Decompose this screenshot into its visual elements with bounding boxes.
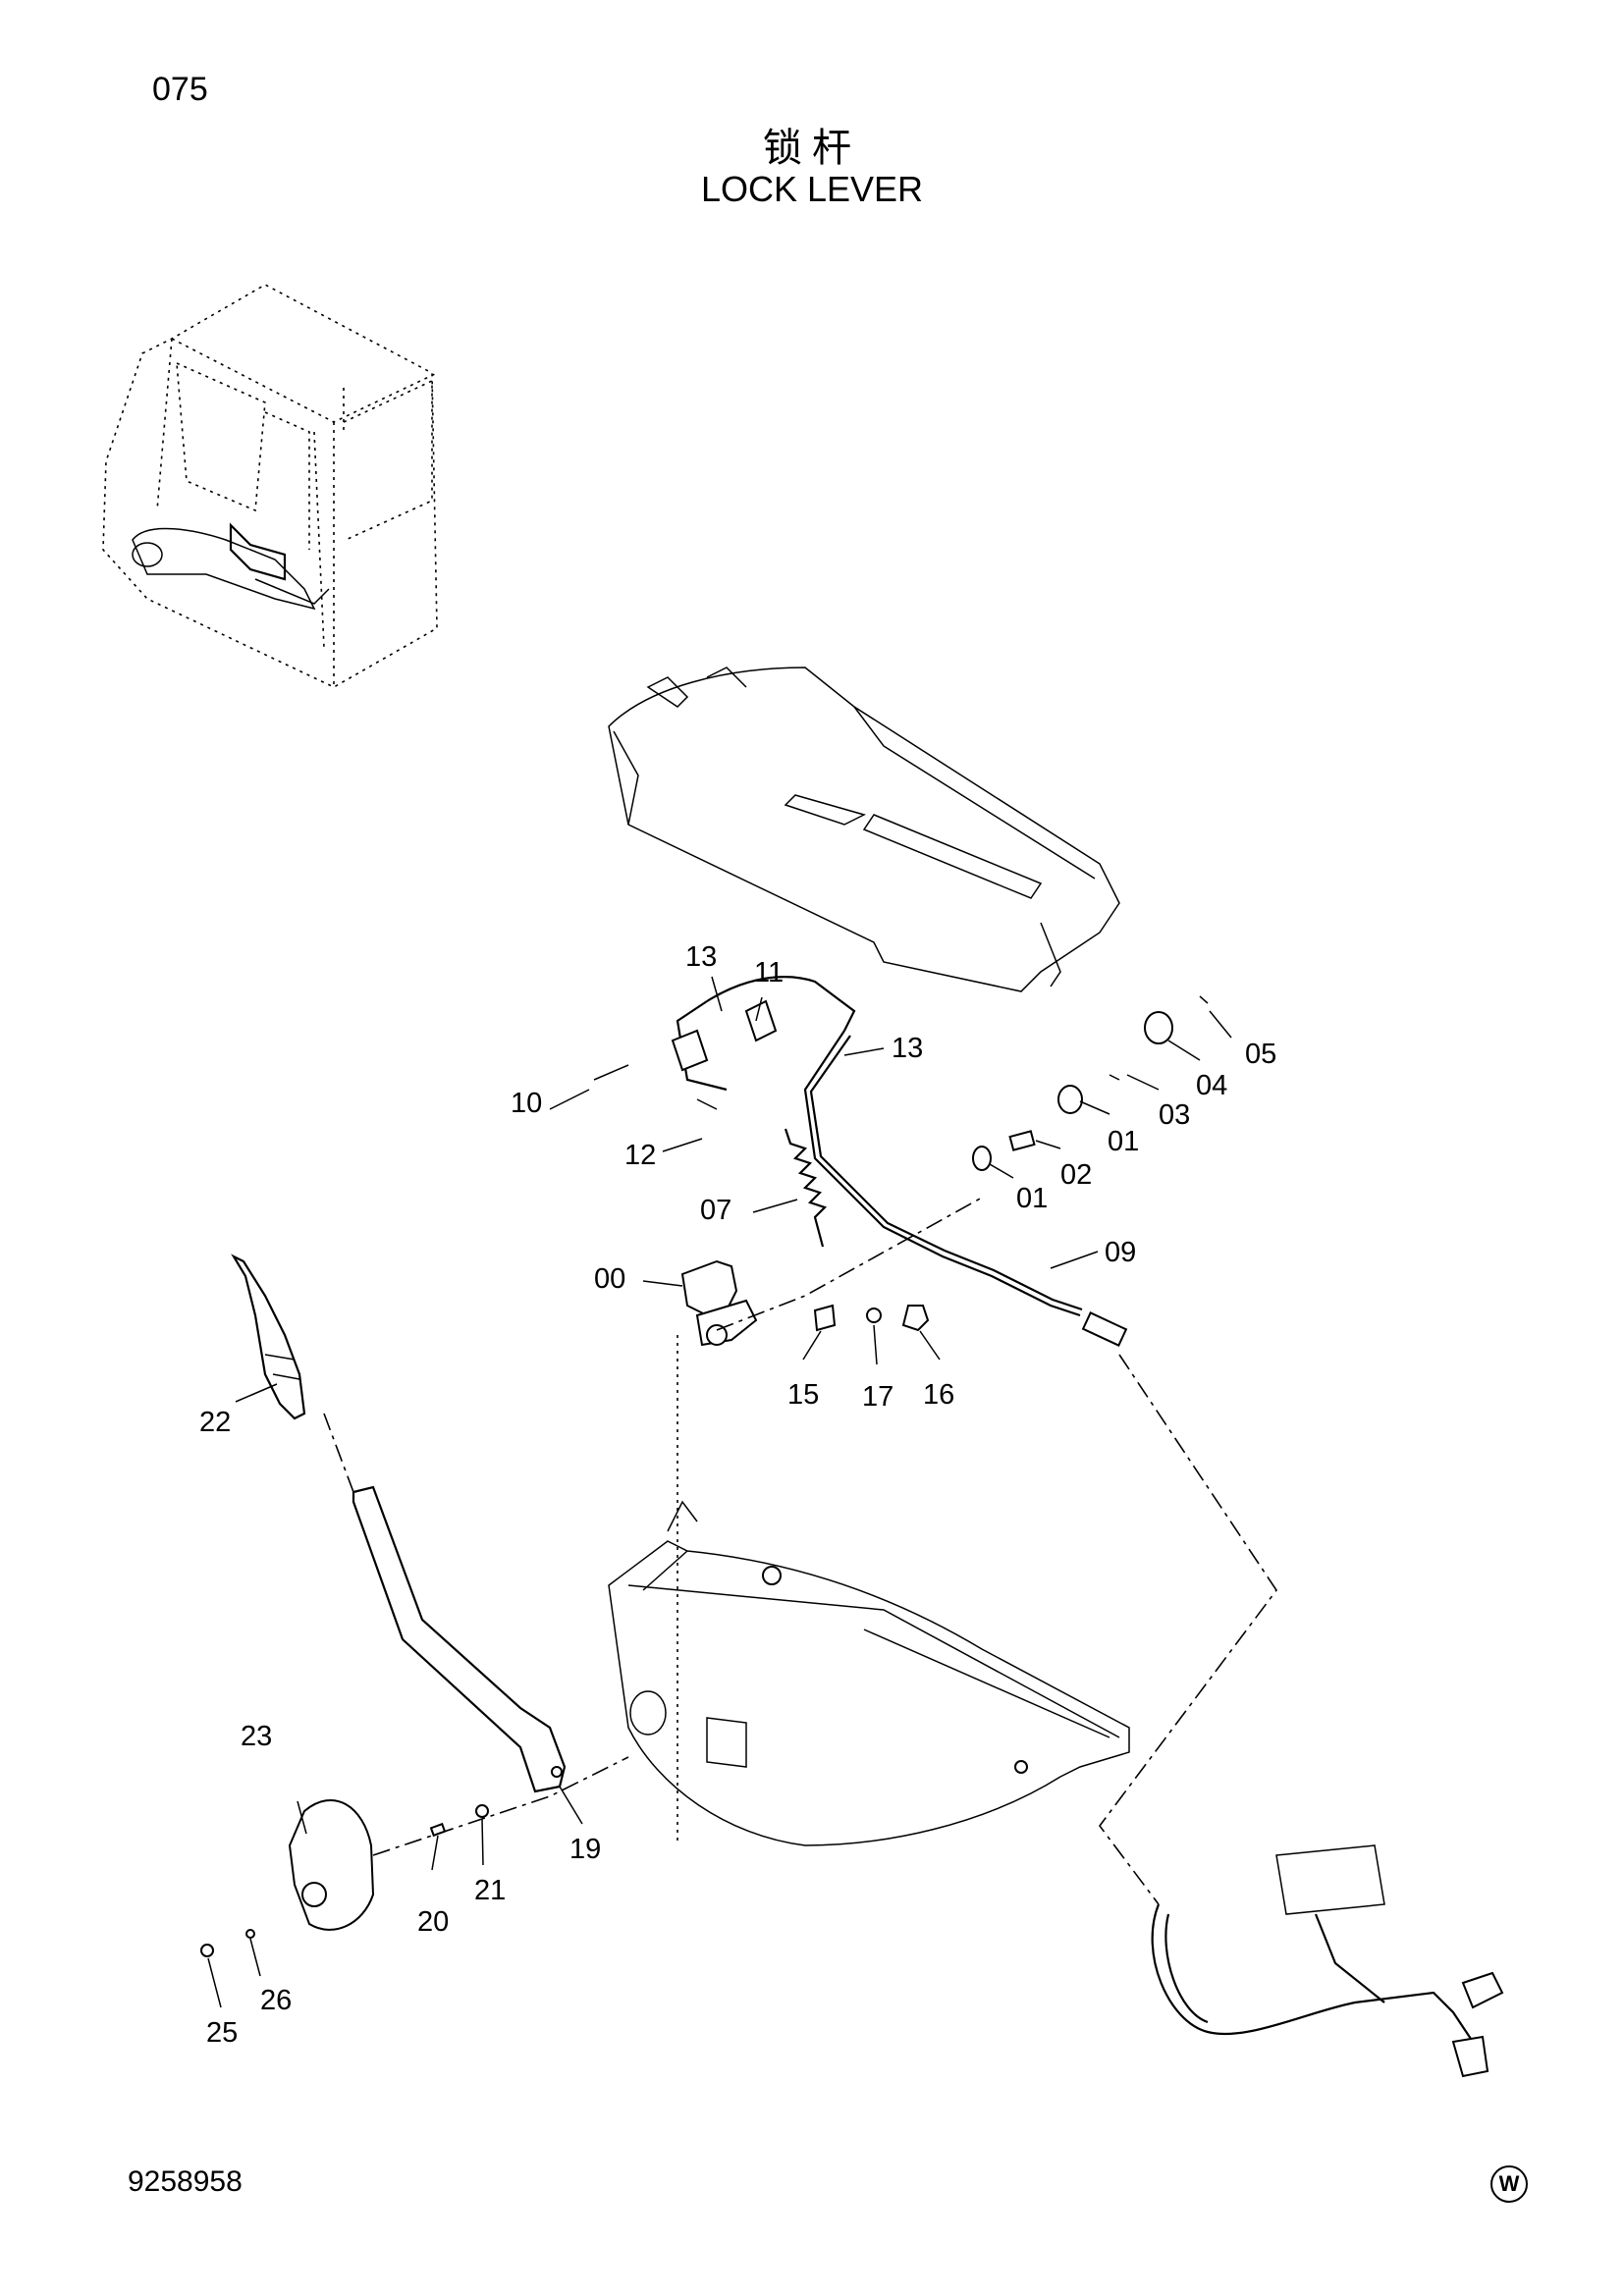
callout-12: 12 (624, 1140, 656, 1171)
callout-03: 03 (1159, 1099, 1190, 1131)
callout-05: 05 (1245, 1039, 1276, 1070)
callout-01-left: 01 (1016, 1183, 1048, 1214)
callout-11: 11 (754, 957, 784, 988)
callout-21: 21 (474, 1875, 506, 1906)
callout-13-right: 13 (892, 1033, 923, 1064)
callout-17: 17 (862, 1381, 893, 1413)
cab-overview-illustration (102, 284, 438, 688)
callout-20: 20 (417, 1906, 449, 1938)
callout-04: 04 (1196, 1070, 1227, 1101)
console-housing-illustration (608, 667, 1120, 992)
callout-19: 19 (569, 1834, 601, 1865)
callout-16: 16 (923, 1379, 954, 1411)
callout-labels: 13 11 13 10 12 07 00 05 04 03 01 02 01 0… (199, 941, 1276, 2049)
callout-07: 07 (700, 1195, 731, 1226)
callout-25: 25 (206, 2017, 238, 2049)
callout-00: 00 (594, 1263, 625, 1295)
callout-23: 23 (241, 1721, 272, 1752)
callout-26: 26 (260, 1985, 292, 2016)
callout-09: 09 (1105, 1237, 1136, 1268)
document-number: 9258958 (128, 2165, 243, 2198)
lever-assembly-illustration (200, 976, 1504, 2078)
w-mark-icon: W (1490, 2165, 1528, 2203)
title-english: LOCK LEVER (700, 169, 924, 209)
callout-02: 02 (1060, 1159, 1092, 1191)
leader-lines (207, 976, 1232, 2008)
callout-10: 10 (511, 1088, 542, 1119)
page-number: 075 (152, 71, 208, 108)
callout-01-right: 01 (1108, 1126, 1139, 1157)
callout-22: 22 (199, 1407, 231, 1438)
title-chinese: 锁杆 (763, 126, 861, 171)
callout-13-top: 13 (685, 941, 717, 973)
callout-15: 15 (787, 1379, 819, 1411)
